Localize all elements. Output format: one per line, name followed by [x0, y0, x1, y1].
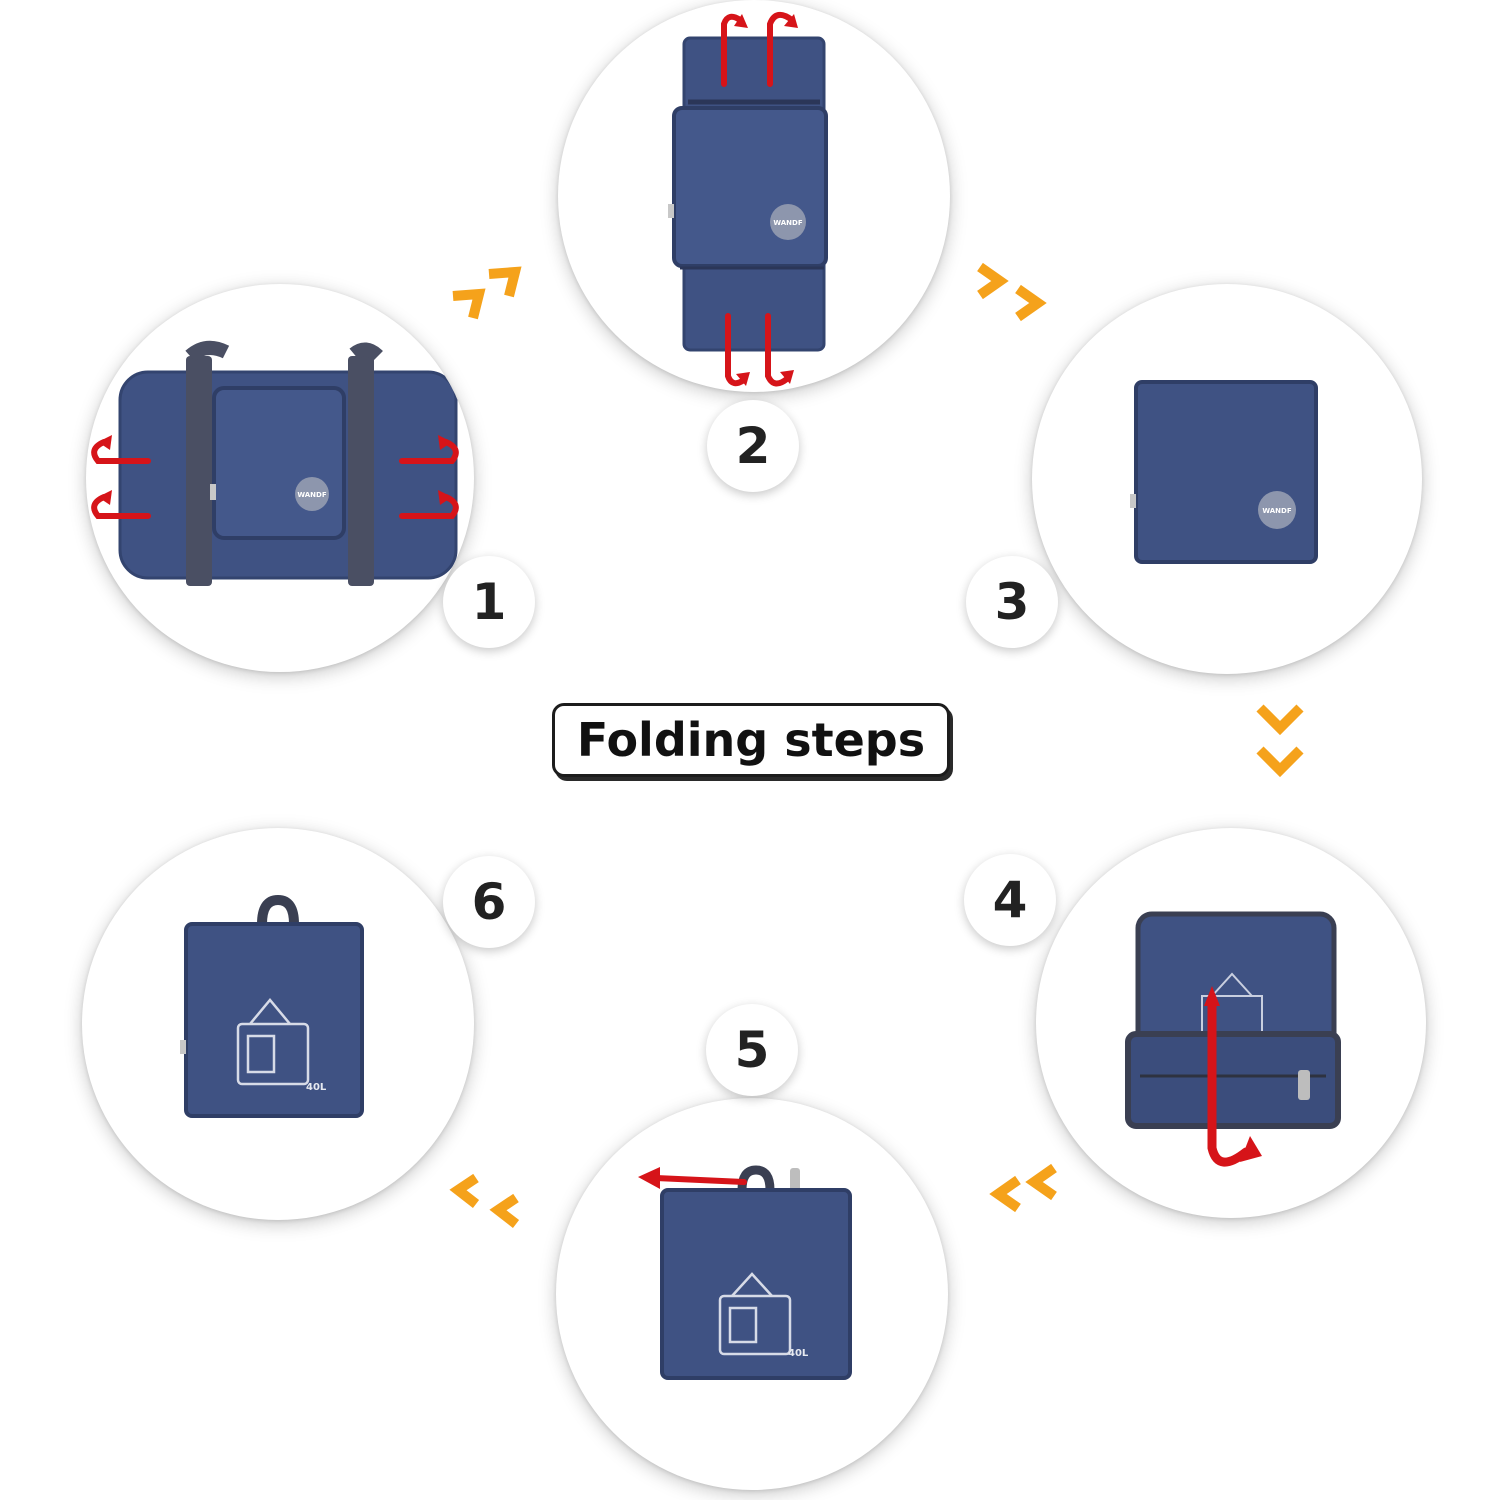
flow-chevron-1-to-2	[452, 266, 522, 320]
flow-chevron-3-to-4	[1256, 704, 1304, 778]
step-1-number-badge: 1	[443, 556, 535, 648]
step-6-number-badge: 6	[443, 856, 535, 948]
step-1-bag-illustration: WANDF	[91, 340, 459, 586]
step-3-circle: WANDF	[1032, 284, 1422, 674]
brand-logo-text: WANDF	[1262, 507, 1291, 515]
step-4-number-badge: 4	[964, 854, 1056, 946]
capacity-label: 40L	[788, 1348, 809, 1359]
step-4-circle	[1036, 828, 1426, 1218]
step-3-number-badge: 3	[966, 556, 1058, 648]
step-6-circle: 40L	[82, 828, 474, 1220]
step-5-bag-illustration: 40L	[638, 1165, 852, 1380]
step-1-circle: WANDF	[86, 284, 474, 672]
step-2-bag-illustration: WANDF	[668, 11, 828, 387]
step-2-number-badge: 2	[707, 400, 799, 492]
step-3-bag-illustration: WANDF	[1130, 380, 1318, 564]
step-5-circle: 40L	[556, 1098, 948, 1490]
flow-chevron-4-to-5	[989, 1163, 1057, 1213]
flow-chevron-5-to-6	[449, 1173, 520, 1228]
step-4-bag-illustration	[1125, 911, 1341, 1167]
folding-steps-title: Folding steps	[552, 703, 950, 777]
capacity-label: 40L	[306, 1082, 327, 1093]
step-5-number-badge: 5	[706, 1004, 798, 1096]
brand-logo-text: WANDF	[297, 491, 326, 499]
step-2-circle: WANDF	[558, 0, 950, 392]
step-6-bag-illustration: 40L	[180, 894, 364, 1118]
brand-logo-text: WANDF	[773, 219, 802, 227]
flow-chevron-2-to-3	[977, 262, 1047, 322]
